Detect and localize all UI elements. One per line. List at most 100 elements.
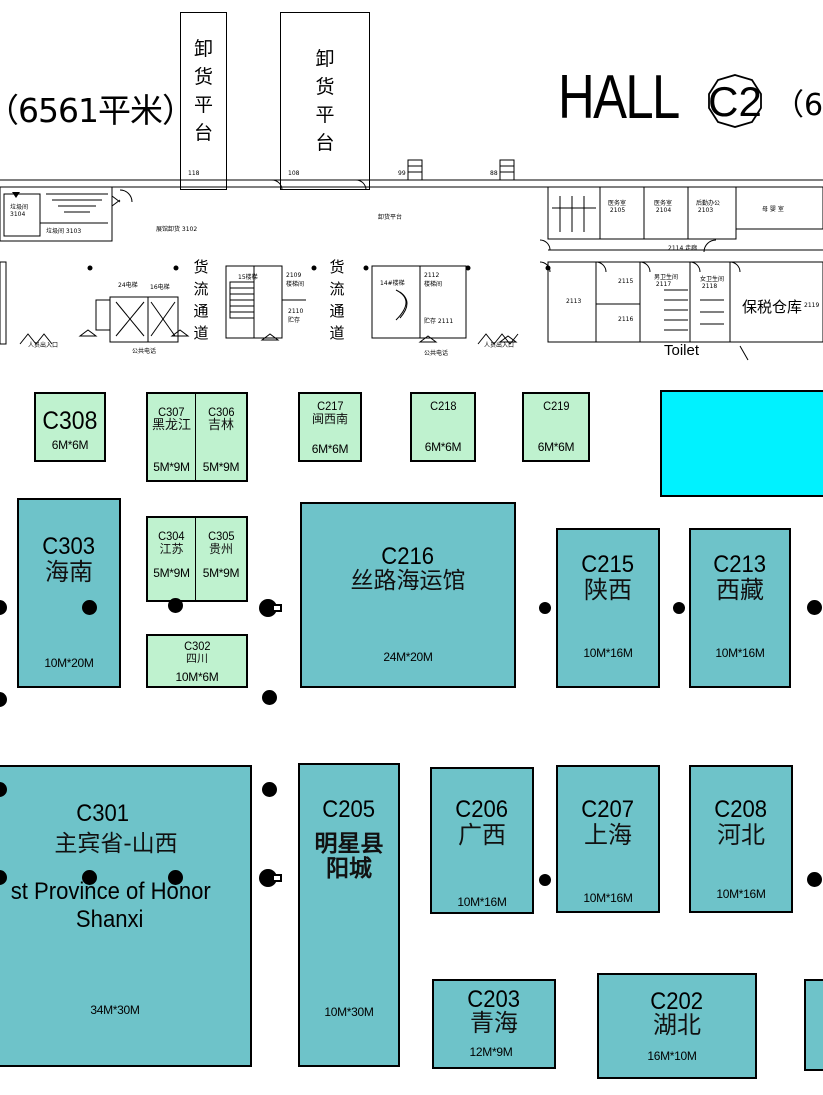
booth-name-2: 阳城: [326, 856, 372, 883]
booth-code: C305: [207, 529, 235, 543]
booth-c217[interactable]: C217 闽西南 6M*6M: [298, 392, 362, 462]
booth-c206[interactable]: C206 广西 10M*16M: [430, 767, 534, 914]
booth-size: 34M*30M: [90, 1003, 140, 1017]
booth-name: 青海: [470, 1009, 518, 1038]
pillar: [82, 870, 97, 885]
pillar: [0, 782, 7, 797]
booth-code: C308: [42, 407, 98, 435]
booth-code: C302: [183, 639, 211, 653]
room-label: 2115: [618, 278, 634, 285]
booth-size: 10M*16M: [583, 646, 633, 660]
booth-size: 6M*6M: [424, 440, 462, 454]
booth-code: C304: [158, 529, 185, 543]
room-label: 108: [288, 170, 300, 177]
booth-c219[interactable]: C219 6M*6M: [522, 392, 590, 462]
booth-code: C307: [158, 405, 185, 419]
booth-size: 6M*6M: [51, 438, 89, 452]
loading-dock-1: 卸货平台: [180, 12, 227, 190]
hall-area-right: （6: [774, 88, 823, 123]
room-label: 公共电话: [424, 350, 449, 357]
booth-name: 河北: [717, 821, 765, 850]
booth-c216[interactable]: C216 丝路海运馆 24M*20M: [300, 502, 516, 688]
booth-partial[interactable]: [804, 979, 823, 1071]
booth-name: 江苏: [159, 541, 184, 556]
pillar: [673, 602, 685, 614]
room-label: 医务室 2105: [608, 200, 627, 214]
booth-size: 10M*16M: [457, 895, 507, 909]
pillar: [82, 600, 97, 615]
booth-size: 5M*9M: [202, 566, 240, 580]
booth-code: C207: [581, 796, 635, 823]
service-area-outline: [0, 159, 823, 361]
booth-name: 上海: [584, 821, 632, 850]
room-label: 2113: [566, 298, 582, 305]
booth-size: 6M*6M: [311, 442, 349, 456]
booth-c302[interactable]: C302 四川 10M*6M: [146, 634, 248, 688]
booth-size: 10M*16M: [583, 891, 633, 905]
fire-hydrant-icon: [258, 868, 282, 888]
booth-name: 丝路海运馆: [350, 568, 466, 595]
pillar: [539, 874, 551, 886]
booth-size: 12M*9M: [469, 1045, 513, 1059]
booth-c306[interactable]: C306 吉林 5M*9M: [195, 392, 248, 482]
booth-name: 海南: [45, 558, 93, 587]
booth-code: C206: [455, 796, 509, 823]
room-label: 118: [188, 170, 200, 177]
booth-c207[interactable]: C207 上海 10M*16M: [556, 765, 660, 913]
booth-c213[interactable]: C213 西藏 10M*16M: [689, 528, 791, 688]
pillar: [262, 690, 277, 705]
booth-c202[interactable]: C202 湖北 16M*10M: [597, 973, 757, 1079]
booth-name: 四川: [186, 651, 208, 665]
room-label: 母 婴 室: [762, 206, 784, 213]
cargo-aisle-1-label: 货流通道: [193, 258, 209, 342]
hall-title-prefix: HALL: [558, 63, 680, 132]
booth-c301[interactable]: C301 主宾省-山西 st Province of Honor Shanxi …: [0, 765, 252, 1067]
booth-size: 10M*6M: [175, 670, 219, 684]
hall-area-left: （6561平米）: [0, 91, 195, 130]
room-label: 贮存 2111: [424, 318, 454, 325]
booth-name: 黑龙江: [151, 417, 191, 433]
booth-size: 10M*16M: [716, 887, 766, 901]
booth-c305[interactable]: C305 贵州 5M*9M: [195, 516, 248, 602]
bonded-warehouse-label: 保税仓库: [742, 298, 803, 316]
loading-dock-1-label: 卸货平台: [193, 38, 213, 144]
booth-code: C219: [542, 399, 570, 413]
pillar: [807, 872, 822, 887]
booth-code: C306: [207, 405, 235, 419]
booth-c308[interactable]: C308 6M*6M: [34, 392, 106, 462]
room-label: 后勤办公 2103: [696, 200, 721, 214]
booth-size: 10M*16M: [715, 646, 765, 660]
room-label: 展馆卸货 3102: [156, 226, 198, 233]
booth-name: 吉林: [207, 417, 234, 433]
booth-size: 10M*30M: [324, 1005, 374, 1019]
room-label: 88: [490, 170, 498, 177]
booth-c205[interactable]: C205 明星县 阳城 10M*30M: [298, 763, 400, 1067]
pillar: [168, 598, 183, 613]
loading-dock-2: 卸货平台: [280, 12, 370, 190]
hall-title: HALL: [558, 62, 680, 133]
booth-c208[interactable]: C208 河北 10M*16M: [689, 765, 793, 913]
booth-size: 10M*20M: [44, 656, 94, 670]
booth-code: C217: [316, 399, 344, 413]
booth-c215[interactable]: C215 陕西 10M*16M: [556, 528, 660, 688]
booth-c304[interactable]: C304 江苏 5M*9M: [146, 516, 196, 602]
booth-name: 闽西南: [311, 411, 348, 426]
room-label: 垃圾间 3103: [46, 228, 82, 235]
booth-name: 湖北: [653, 1011, 701, 1040]
booth-size: 24M*20M: [383, 650, 433, 664]
toilet-label: Toilet: [664, 342, 700, 359]
booth-c303[interactable]: C303 海南 10M*20M: [17, 498, 121, 688]
room-label: 公共电话: [132, 348, 157, 355]
booth-c307[interactable]: C307 黑龙江 5M*9M: [146, 392, 196, 482]
booth-code: C213: [713, 551, 767, 578]
pillar: [0, 600, 7, 615]
booth-code: C218: [429, 399, 457, 413]
booth-c218[interactable]: C218 6M*6M: [410, 392, 476, 462]
pillar: [807, 600, 822, 615]
booth-size: 5M*9M: [153, 460, 190, 474]
booth-c203[interactable]: C203 青海 12M*9M: [432, 979, 556, 1069]
booth-size: 16M*10M: [647, 1049, 697, 1063]
